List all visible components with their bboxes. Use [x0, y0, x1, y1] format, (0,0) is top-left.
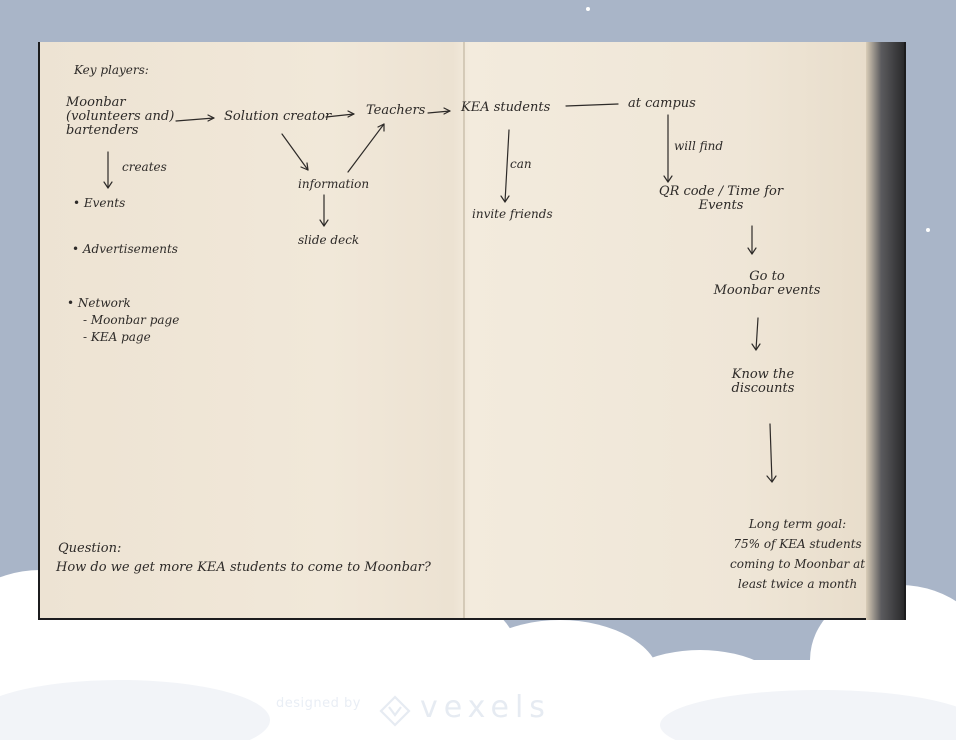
- note-creates: creates: [122, 160, 167, 174]
- note-question-label: Question:: [58, 541, 122, 556]
- watermark-designed-by: designed by: [276, 696, 361, 711]
- note-go-to-events: Go to Moonbar events: [713, 269, 821, 298]
- note-long-term-goal: Long term goal: 75% of KEA students comi…: [730, 517, 866, 591]
- note-solution-creator: Solution creator: [224, 109, 332, 124]
- note-events: • Events: [73, 196, 126, 210]
- note-advertisements: • Advertisements: [72, 242, 178, 256]
- note-know-discounts: Know the discounts: [731, 367, 795, 396]
- note-information: information: [298, 177, 370, 191]
- note-moonbar-page: - Moonbar page: [83, 313, 180, 327]
- vexels-logo-icon: [379, 695, 411, 727]
- sparkle-right: [926, 228, 930, 232]
- note-slide-deck: slide deck: [298, 233, 360, 247]
- watermark-brand: vexels: [420, 690, 551, 725]
- note-network: • Network: [67, 296, 131, 310]
- paper-edge-shadow: [866, 42, 904, 620]
- note-qr-code: QR code / Time for Events: [658, 184, 784, 213]
- note-can: can: [510, 157, 532, 171]
- note-kea-page: - KEA page: [83, 330, 151, 344]
- sparkle-top: [586, 7, 590, 11]
- note-key-players: Key players:: [74, 63, 149, 77]
- note-will-find: will find: [674, 139, 724, 153]
- note-question-text: How do we get more KEA students to come …: [56, 560, 431, 575]
- note-invite-friends: invite friends: [472, 207, 553, 221]
- note-moonbar: Moonbar (volunteers and) bartenders: [66, 95, 175, 138]
- note-teachers: Teachers: [366, 103, 426, 118]
- paper-sheet: [40, 42, 866, 618]
- paper-fold: [463, 42, 465, 618]
- note-kea-students: KEA students: [461, 100, 551, 115]
- note-at-campus: at campus: [628, 96, 696, 111]
